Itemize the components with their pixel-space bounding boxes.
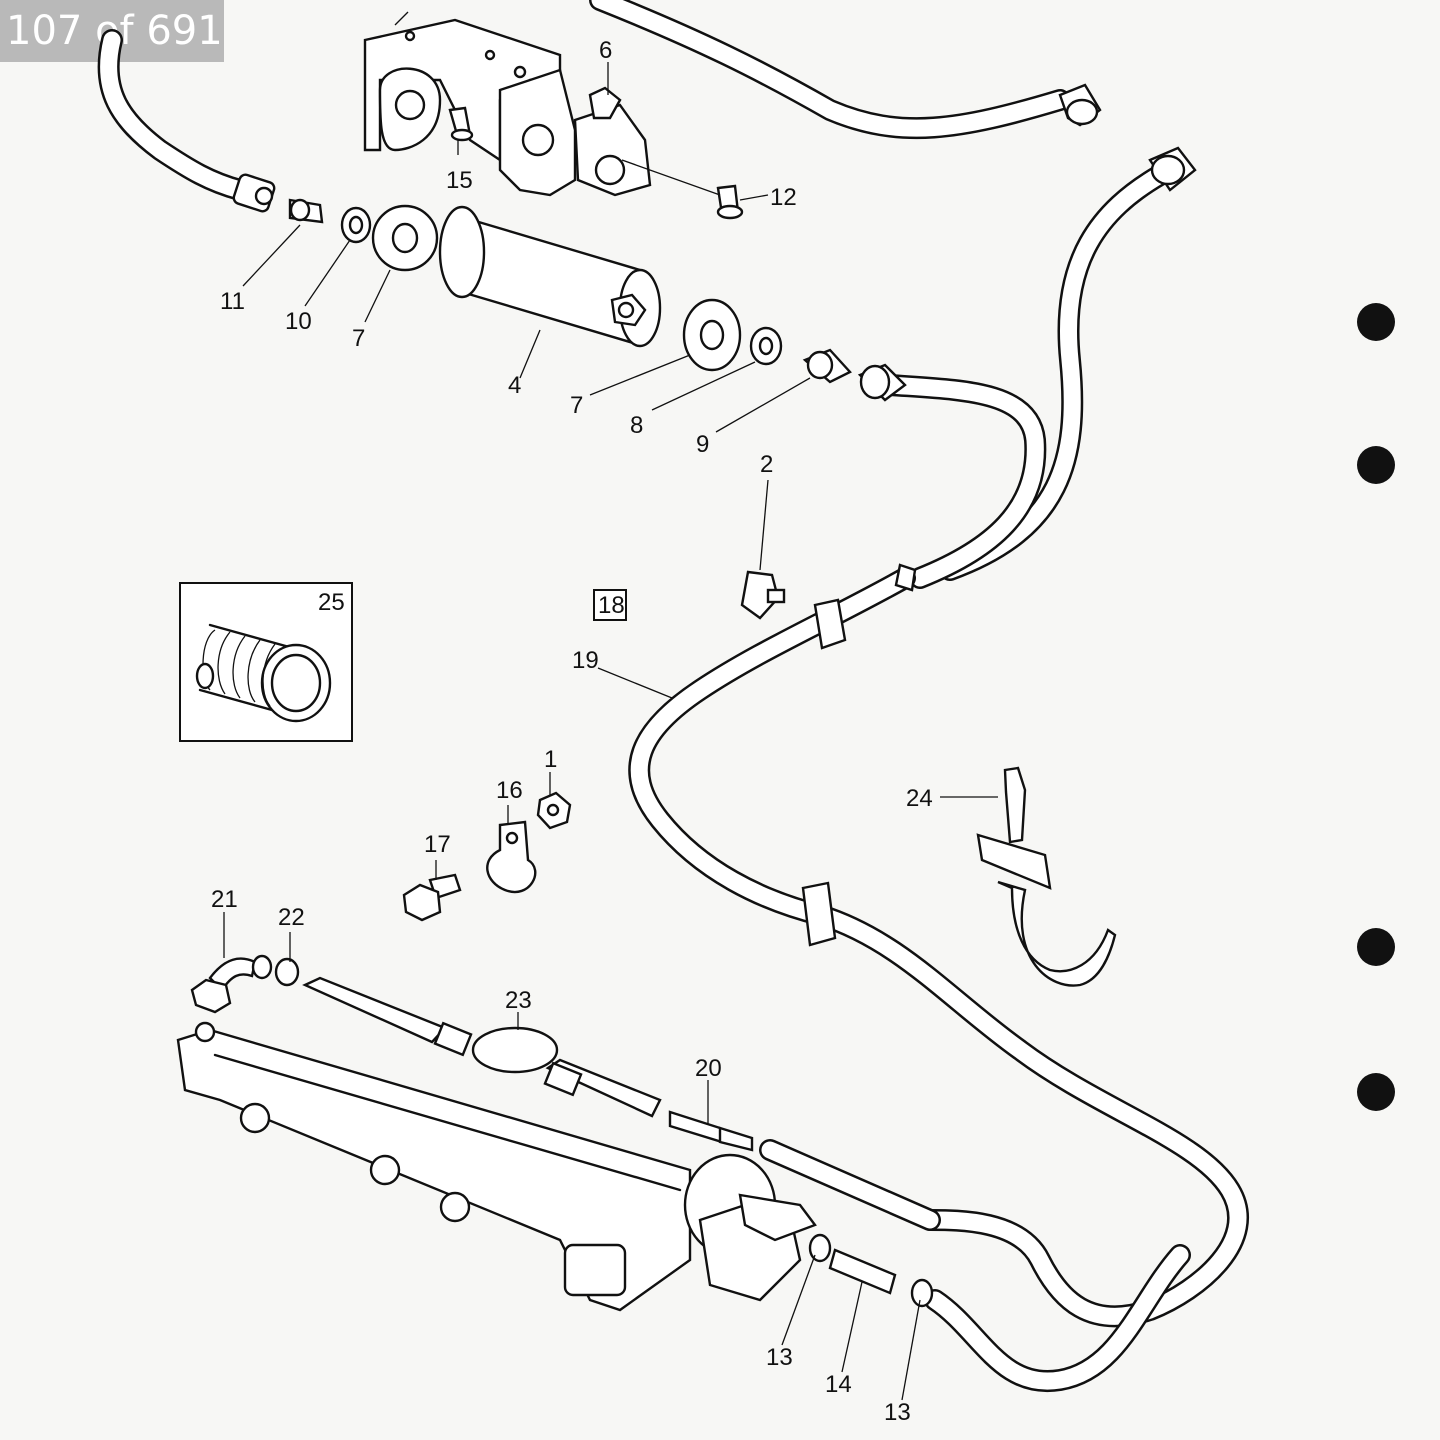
callout-4: 4: [508, 372, 521, 399]
callout-19: 19: [572, 647, 599, 674]
callout-labels: 15 6 12 11 10 7 4 7 8 9 2 19 1 16 17 24 …: [211, 37, 933, 1426]
callout-13b: 13: [884, 1399, 911, 1426]
callout-12: 12: [770, 184, 797, 211]
callout-2: 2: [760, 451, 773, 478]
cable-tie-part-24: [976, 766, 1117, 987]
inset-label: 25: [318, 589, 345, 616]
callout-9: 9: [696, 431, 709, 458]
nut-part-1: [536, 791, 572, 830]
filter-bracket: [363, 18, 652, 197]
callout-16: 16: [496, 777, 523, 804]
callout-7b: 7: [570, 392, 583, 419]
clip-part-6: [588, 86, 622, 120]
right-fittings: [682, 298, 907, 402]
callout-14: 14: [825, 1371, 852, 1398]
screw-part-15: [448, 106, 474, 142]
leader-lines: [223, 11, 998, 1401]
callout-1: 1: [544, 746, 557, 773]
left-fittings: [232, 173, 439, 272]
fuel-rail: [176, 1028, 692, 1312]
callout-7a: 7: [352, 325, 365, 352]
binder-holes: [1357, 303, 1395, 1111]
callout-17: 17: [424, 831, 451, 858]
rail-hoses-and-fittings: [190, 954, 934, 1308]
line-clamps: [801, 563, 917, 947]
screw-part-12: [716, 184, 744, 220]
callout-13a: 13: [766, 1344, 793, 1371]
callout-10: 10: [285, 308, 312, 335]
callout-21: 21: [211, 886, 238, 913]
section-ref-label: 18: [598, 592, 625, 619]
callout-15: 15: [446, 167, 473, 194]
pressure-regulator: [683, 1153, 817, 1302]
section-reference: 18: [593, 589, 627, 621]
hose-end-fittings: [1058, 83, 1197, 192]
callout-11: 11: [220, 288, 245, 315]
bolt-part-17: [402, 873, 462, 922]
fuel-filter-part-4: [438, 205, 662, 348]
callout-23: 23: [505, 987, 532, 1014]
clip-part-2: [740, 570, 786, 620]
inset-spring-part-25: 25: [179, 582, 353, 742]
clamp-part-16: [486, 820, 537, 894]
callout-24: 24: [906, 785, 933, 812]
callout-8: 8: [630, 412, 643, 439]
fuel-lines: [97, 0, 1249, 1393]
callout-20: 20: [695, 1055, 722, 1082]
callout-22: 22: [278, 904, 305, 931]
callout-6: 6: [599, 37, 612, 64]
